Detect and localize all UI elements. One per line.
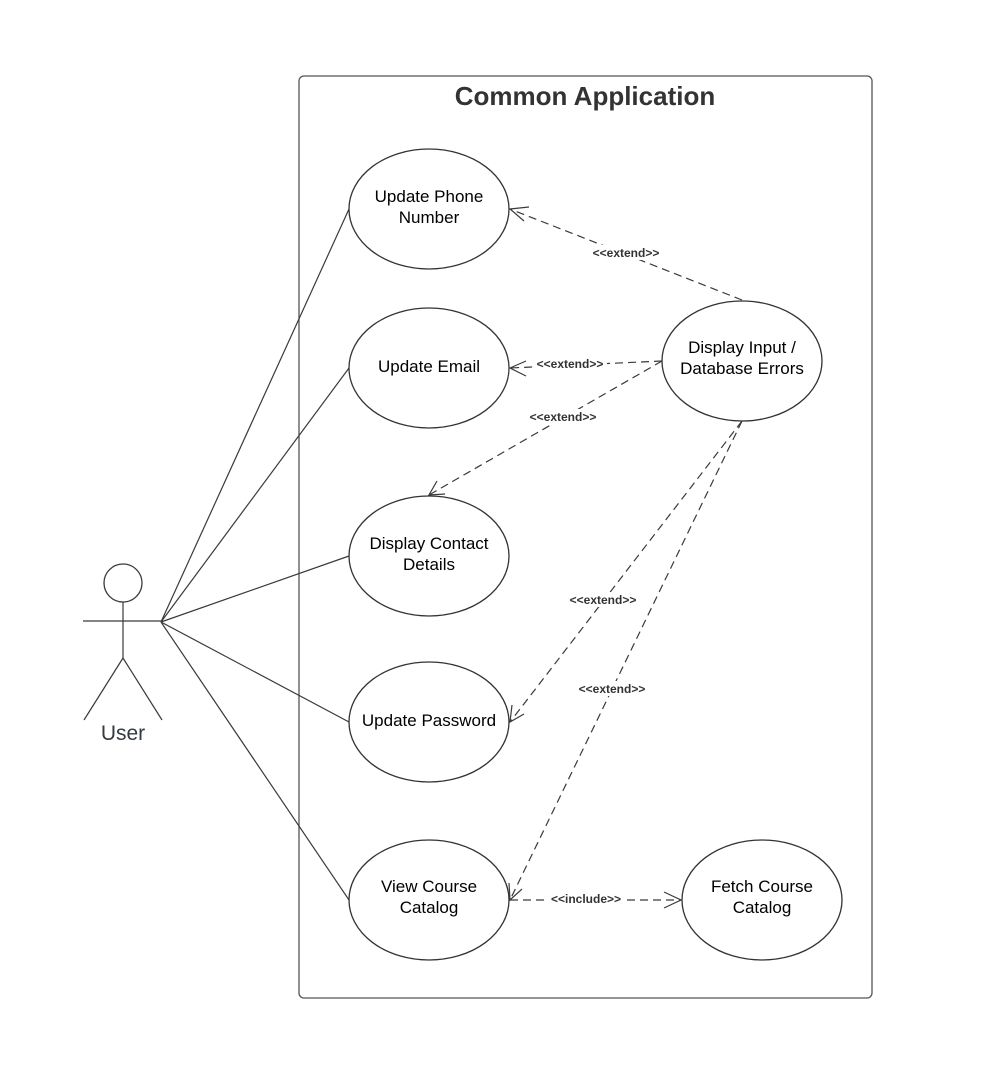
use-case-display-contact[interactable]: Display Contact Details [348,495,510,617]
use-case-label-line1: Fetch Course [711,877,813,896]
association-view-catalog [160,621,350,901]
extend-arrow-contact [427,480,446,496]
use-case-update-password[interactable]: Update Password [348,661,510,783]
use-case-label-line1: Update Phone [375,187,484,206]
association-update-phone [160,208,350,623]
association-display-contact [160,555,350,623]
use-case-label-line2: Catalog [733,898,792,917]
extend-label-email: <<extend>> [537,357,604,371]
use-case-label-line2: Database Errors [680,359,804,378]
use-case-label-line1: Display Input / [688,338,796,357]
system-title: Common Application [455,81,715,111]
actor-label: User [101,722,145,745]
actor-head [103,563,143,603]
association-update-email [160,367,350,623]
actor-left-leg [83,657,124,721]
association-update-password [160,621,350,723]
extend-arrow-email [508,360,527,377]
system-boundary [298,75,873,999]
use-case-label-line2: Details [403,555,455,574]
use-case-display-errors[interactable]: Display Input / Database Errors [661,300,823,422]
use-case-fetch-catalog[interactable]: Fetch Course Catalog [681,839,843,961]
use-case-label-line1: Display Contact [369,534,488,553]
extend-label-password: <<extend>> [570,593,637,607]
use-case-label-line1: Update Password [362,711,496,730]
include-label: <<include>> [551,892,621,906]
use-case-update-email[interactable]: Update Email [348,307,510,429]
use-case-update-phone[interactable]: Update Phone Number [348,148,510,270]
extend-line-catalog [509,420,743,901]
extend-arrow-password [509,704,525,724]
use-case-label-line1: View Course [381,877,477,896]
use-case-label-line1: Update Email [378,357,480,376]
extend-line-password [509,420,743,723]
use-case-label-line2: Catalog [400,898,459,917]
extend-line-contact [428,360,663,496]
actor-user: User [83,563,163,745]
extend-arrow-phone [508,206,530,222]
extend-label-contact: <<extend>> [530,410,597,424]
actor-right-leg [122,657,163,721]
use-case-view-catalog[interactable]: View Course Catalog [348,839,510,961]
relation-labels: <<extend>> <<extend>> <<extend>> <<exten… [526,245,664,906]
extend-label-phone: <<extend>> [593,246,660,260]
use-case-label-line2: Number [399,208,460,227]
include-arrow [663,891,683,909]
associations [160,208,350,901]
extend-arrow-catalog [508,882,523,902]
extend-label-catalog: <<extend>> [579,682,646,696]
